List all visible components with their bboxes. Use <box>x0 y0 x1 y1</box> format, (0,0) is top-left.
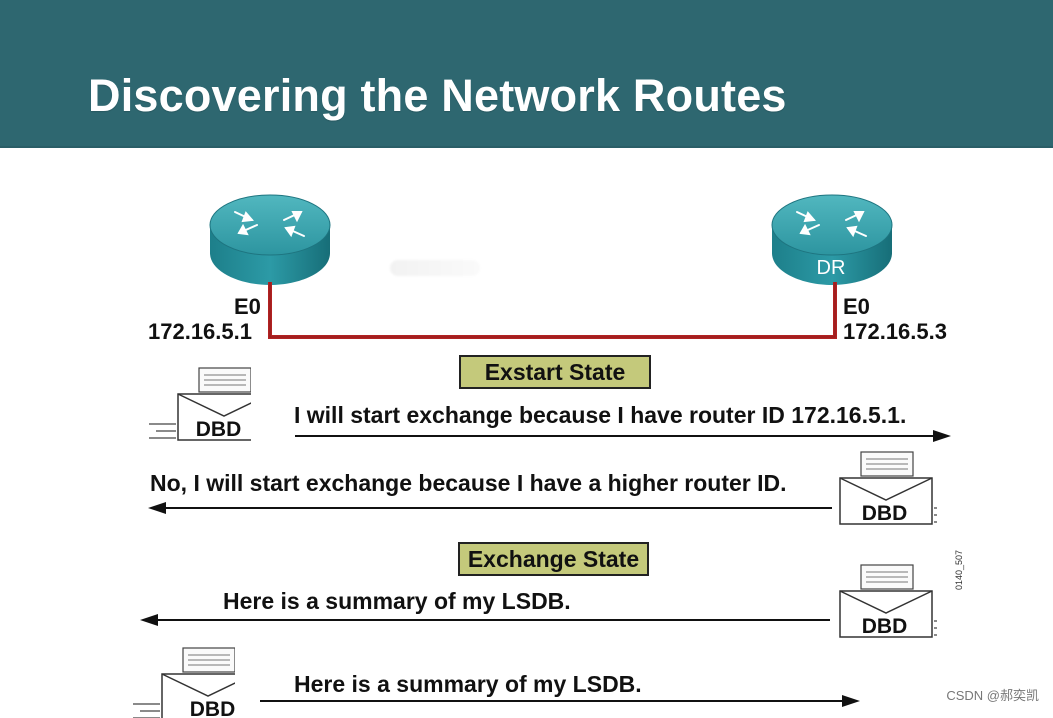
message-higher-router-id: No, I will start exchange because I have… <box>150 470 787 496</box>
exstart-state-label: Exstart State <box>459 355 651 389</box>
left-arrow-icon <box>140 614 830 626</box>
dbd-packet-left-2: DBD <box>130 644 235 718</box>
right-arrow-icon <box>295 430 951 442</box>
dbd-label: DBD <box>861 615 908 638</box>
database-packet-icon <box>133 647 235 718</box>
exchange-state-label: Exchange State <box>458 542 649 576</box>
router-name-label: DR <box>817 257 846 279</box>
database-packet-icon <box>149 367 251 441</box>
right-arrow-1 <box>295 427 951 445</box>
dbd-label: DBD <box>189 698 236 718</box>
page-title: Discovering the Network Routes <box>88 70 787 121</box>
left-arrow-icon <box>148 502 832 514</box>
left-arrow-1 <box>148 499 832 517</box>
database-packet-icon <box>839 564 937 638</box>
right-router-dr: DR <box>767 190 897 288</box>
dbd-label: DBD <box>861 502 908 525</box>
dbd-label: DBD <box>195 418 242 441</box>
network-link <box>268 282 837 339</box>
right-ip-address: 172.16.5.3 <box>843 319 947 344</box>
right-arrow-2 <box>260 692 860 710</box>
left-interface-label: E0 <box>234 294 261 319</box>
right-arrow-icon <box>260 695 860 707</box>
router-icon <box>209 194 331 285</box>
dbd-packet-right-1: DBD <box>832 448 937 530</box>
router-icon: DR <box>771 194 893 285</box>
left-ip-address: 172.16.5.1 <box>148 319 252 344</box>
slide-header <box>0 0 1053 148</box>
dbd-packet-left-1: DBD <box>146 364 251 446</box>
message-lsdb-summary-left: Here is a summary of my LSDB. <box>223 588 571 614</box>
faint-background-artifact <box>390 260 480 276</box>
figure-code: 0140_507 <box>954 549 964 590</box>
left-arrow-2 <box>140 611 830 629</box>
message-router-id-start: I will start exchange because I have rou… <box>294 402 907 428</box>
dbd-packet-right-2: DBD <box>832 561 937 643</box>
right-interface-label: E0 <box>843 294 870 319</box>
message-lsdb-summary-right: Here is a summary of my LSDB. <box>294 671 642 697</box>
database-packet-icon <box>839 451 937 525</box>
watermark: CSDN @郝奕凯 <box>946 688 1039 703</box>
left-router <box>205 190 335 288</box>
